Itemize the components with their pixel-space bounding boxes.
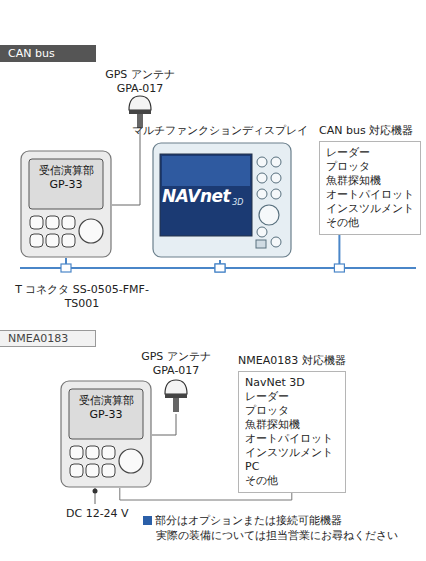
list-item: PC <box>245 460 339 474</box>
section-tab: CAN bus <box>0 45 96 62</box>
display-heading: マルチファンクションディスプレイ <box>130 124 310 138</box>
list-item: オートパイロット <box>245 432 339 446</box>
list-item: NavNet 3D <box>245 376 339 390</box>
gp-node: 受信演算部 GP-33 <box>20 150 112 258</box>
mfd-screen-glow <box>162 156 250 186</box>
mfd-key <box>271 173 281 183</box>
list-item: インスツルメント <box>245 446 339 460</box>
mfd-key <box>257 173 267 183</box>
unit-body <box>21 151 111 257</box>
list-item: レーダー <box>245 390 339 404</box>
antenna-pole <box>173 398 179 412</box>
mfd-slot <box>256 240 266 248</box>
list-heading: CAN bus 対応機器 <box>319 124 421 138</box>
mfd-key <box>271 157 281 167</box>
t-connector <box>215 264 225 272</box>
list-item: 魚群探知機 <box>326 174 414 188</box>
unit-knob <box>119 449 143 473</box>
logo-suffix: 3D <box>232 198 243 208</box>
list-item: オートパイロット <box>326 188 414 202</box>
logo-text: NAVnet <box>162 186 230 207</box>
device-list-box: NavNet 3Dレーダープロッタ魚群探知機オートパイロットインスツルメントPC… <box>238 371 346 493</box>
unit-key <box>62 216 75 229</box>
unit-key <box>30 216 43 229</box>
unit-screen <box>69 389 143 439</box>
device-list-box: レーダープロッタ魚群探知機オートパイロットインスツルメントその他 <box>319 141 421 235</box>
unit-key <box>102 464 115 477</box>
connector-label: T コネクタ SS-0505-FMF-TS001 <box>8 283 156 311</box>
note-text: 実際の装備については担当営業にお尋ねください <box>156 529 398 543</box>
t-connector <box>61 264 71 272</box>
mfd-key <box>257 227 267 237</box>
list-node: CAN bus 対応機器レーダープロッタ魚群探知機オートパイロットインスツルメン… <box>319 124 421 235</box>
connector-line <box>152 414 176 435</box>
unit-key <box>86 464 99 477</box>
connector-line <box>66 258 220 268</box>
connector-line <box>112 130 140 205</box>
unit-key <box>46 234 59 247</box>
mfd-screen <box>160 154 252 236</box>
antenna-dome <box>165 380 187 394</box>
antenna-label: GPS アンテナ GPA-017 <box>102 68 178 96</box>
unit-key <box>70 464 83 477</box>
mfd-knob <box>259 205 279 225</box>
section-tab: NMEA0183 <box>0 330 96 347</box>
list-item: レーダー <box>326 146 414 160</box>
mfd-key <box>271 189 281 199</box>
list-item: その他 <box>326 216 414 230</box>
list-item: プロッタ <box>326 160 414 174</box>
antenna-dome <box>129 96 151 110</box>
list-item: プロッタ <box>245 404 339 418</box>
mfd-key <box>257 189 267 199</box>
mfd-node: マルチファンクションディスプレイ NAVnet3D <box>130 124 310 260</box>
legend-swatch <box>143 516 152 525</box>
antenna-label: GPS アンテナ GPA-017 <box>138 350 214 378</box>
list-heading: NMEA0183 対応機器 <box>238 354 346 368</box>
unit-screen <box>29 159 103 209</box>
antenna-base <box>165 394 187 398</box>
display-logo: NAVnet3D <box>162 186 252 208</box>
legend-text: 部分はオプションまたは接続可能機器 <box>155 514 342 528</box>
unit-name: 受信演算部 GP-33 <box>74 394 138 422</box>
unit-key <box>102 446 115 459</box>
unit-key <box>30 234 43 247</box>
power-dot <box>93 489 98 494</box>
list-item: その他 <box>245 474 339 488</box>
unit-key <box>70 446 83 459</box>
unit-key <box>46 216 59 229</box>
unit-key <box>62 234 75 247</box>
legend-row: 部分はオプションまたは接続可能機器 <box>143 514 342 528</box>
antenna-node: GPS アンテナ GPA-017 <box>102 68 178 130</box>
unit-body <box>61 381 151 487</box>
mfd-key <box>257 157 267 167</box>
gp-node: 受信演算部 GP-33 <box>60 380 152 488</box>
unit-knob <box>79 219 103 243</box>
mfd-key <box>271 237 281 247</box>
unit-name: 受信演算部 GP-33 <box>34 164 98 192</box>
t-connector <box>215 264 225 272</box>
list-item: 魚群探知機 <box>245 418 339 432</box>
mfd-body <box>153 143 291 257</box>
list-item: インスツルメント <box>326 202 414 216</box>
antenna-base <box>129 110 151 114</box>
list-node: NMEA0183 対応機器 NavNet 3Dレーダープロッタ魚群探知機オートパイ… <box>238 354 346 493</box>
unit-key <box>86 446 99 459</box>
t-connector <box>334 264 344 272</box>
power-label: DC 12-24 V <box>66 507 129 521</box>
